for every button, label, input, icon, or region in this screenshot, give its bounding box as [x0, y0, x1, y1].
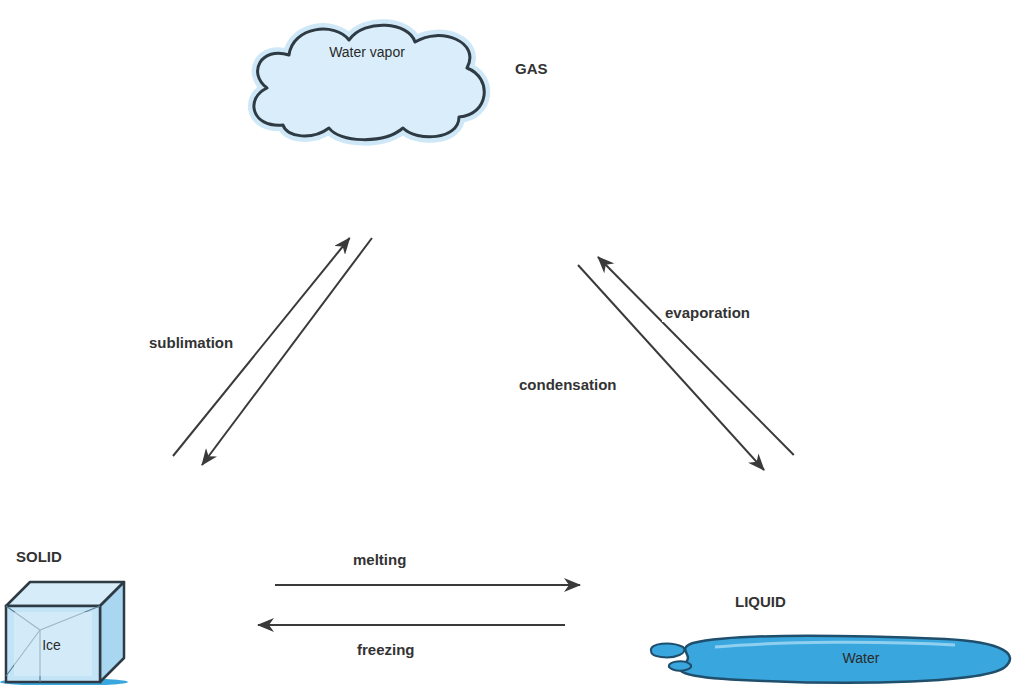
transition-arrow: [578, 265, 764, 470]
transition-arrow: [598, 257, 794, 455]
process-label: melting: [350, 550, 409, 569]
ice-cube: SOLIDIce: [2, 578, 127, 685]
transition-arrow: [275, 584, 580, 586]
node-label: Water: [843, 650, 880, 666]
node-label: Ice: [42, 637, 61, 653]
state-heading: GAS: [515, 60, 548, 77]
transition-arrow: [258, 624, 565, 626]
water-puddle-outline: [645, 633, 1017, 683]
process-label: evaporation: [662, 303, 753, 322]
water-puddle: LIQUIDWater: [645, 633, 1017, 683]
state-heading: LIQUID: [735, 593, 786, 610]
cloud-shape-outline: [243, 18, 491, 143]
ice-cube-outline: [2, 578, 127, 685]
state-heading: SOLID: [16, 548, 62, 565]
node-label: Water vapor: [329, 44, 405, 60]
process-label: condensation: [516, 375, 620, 394]
process-label: sublimation: [146, 333, 236, 352]
process-label: freezing: [354, 640, 418, 659]
cloud-shape: GASWater vapor: [243, 18, 491, 143]
